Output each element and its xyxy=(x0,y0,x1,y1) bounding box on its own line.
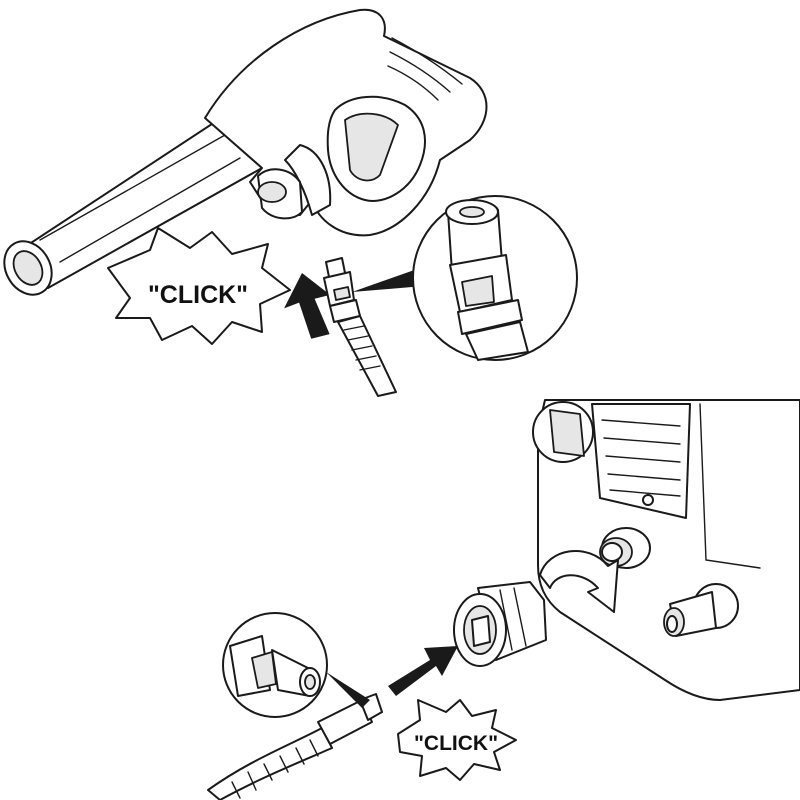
click-callout-top: "CLICK" xyxy=(107,227,291,345)
click-label-top: "CLICK" xyxy=(148,281,248,309)
lance-connector-top xyxy=(323,257,397,397)
hose-connector-bottom xyxy=(207,693,383,800)
pressure-washer-body xyxy=(532,399,800,701)
click-callout-bottom: "CLICK" xyxy=(397,699,517,781)
click-label-bottom: "CLICK" xyxy=(414,732,498,755)
quick-coupling xyxy=(453,581,547,667)
insert-arrow-up xyxy=(284,272,331,339)
insert-arrow-right xyxy=(388,646,458,696)
detail-magnifier-bottom xyxy=(222,612,370,718)
detail-magnifier-top xyxy=(352,195,578,361)
trigger-gun xyxy=(3,8,488,296)
